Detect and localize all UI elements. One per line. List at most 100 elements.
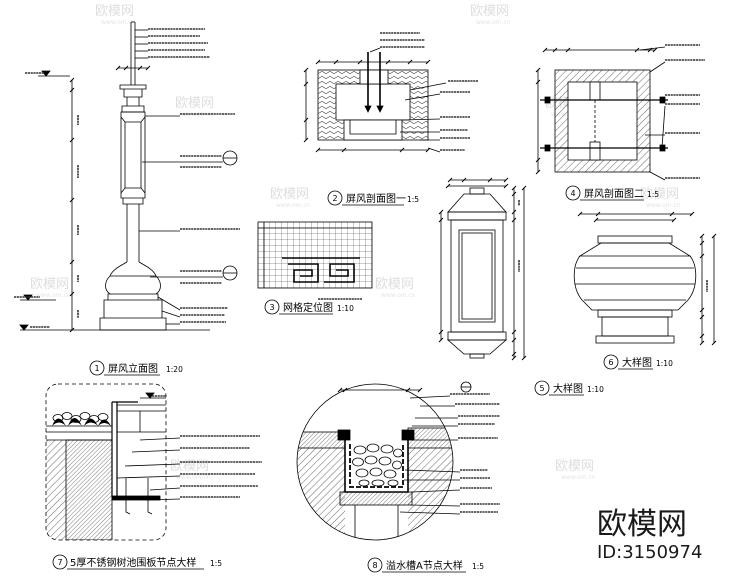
dimension-tick [503,183,509,189]
dimension-tick [652,47,658,53]
pebble [369,467,383,477]
pebble [392,460,402,470]
dimension-tick [445,183,451,189]
leader-line [411,489,461,493]
dimension-tick [542,47,548,53]
screen-section-two-drawing [540,69,668,173]
dimension-tick [565,47,571,53]
watermark-brand: 欧模网 [30,277,69,292]
rebar-lines [354,505,399,540]
urn-body-bands [575,267,695,301]
dimension-tick [461,177,467,183]
pebble [355,468,369,478]
dimension-tick [535,79,541,85]
watermark-site: www.om.cn [176,474,211,481]
top-slot [359,69,389,85]
annotation-text-lines [14,28,708,513]
level-marker-lines [20,75,70,301]
pebble [366,443,380,453]
pebble [383,469,397,479]
watermark-brand: 欧模网 [555,459,594,474]
dimension-tick [303,137,309,143]
watermark-brand: 欧模网 [375,277,414,292]
dimension-tick [425,147,431,153]
dimension-tick [593,217,599,223]
drawing-title: 溢水槽A节点大样 [386,559,463,572]
dimension-tick [699,340,705,346]
dimension-tick [689,211,695,217]
watermark-brand: 欧模网 [95,4,134,19]
right-rim-cap [401,429,415,441]
drawing-number: 3 [269,303,274,312]
title-block-6: 6 大样图 1:10 [603,354,673,370]
drawing-scale: 1:5 [210,559,222,568]
dimension-tick [511,351,517,357]
leader-line [161,310,181,318]
dimension-tick [69,77,75,83]
pebble [380,444,394,454]
title-block-8: 8 溢水槽A节点大样 1:5 [367,557,484,573]
dimension-tick [634,47,640,53]
lantern-panel-inner [461,232,493,320]
top-plate [589,81,601,101]
lantern-lower-band [447,331,507,341]
dimension-tick [595,211,601,217]
leader-line [157,296,181,311]
dimension-tick [511,191,517,197]
leader-line [399,511,461,515]
dimension-tick [699,233,705,239]
pebble [371,479,385,487]
watermark-site: www.om.cn [561,474,596,481]
leader-line [139,437,181,441]
leader-line [409,395,451,399]
leader-line [149,487,181,491]
leader-line [639,46,666,51]
column-base [99,261,167,331]
dimension-tick [69,259,75,265]
brand-watermark: 欧模网 ID:3150974 [597,507,702,563]
fretwork-pattern [282,257,360,283]
anchor-bolts [125,478,153,515]
dimension-tick [535,67,541,73]
brand-model-id: ID:3150974 [597,542,702,563]
paving-layers [46,425,112,441]
pebble [358,479,370,487]
title-block-4: 4 屏风剖面图二 1:5 [565,185,659,201]
pebble [70,415,82,423]
leader-lines [116,29,666,515]
section-marker-a [222,150,238,166]
watermark-brand: 欧模网 [170,459,209,474]
leader-line [649,61,666,73]
column-shaft [126,204,140,262]
dimension-tick [69,87,75,93]
leader-line [409,504,461,507]
drawing-title: 屏风剖面图一 [346,192,406,205]
drawing-number-circle [565,185,581,201]
lantern-cap [447,193,507,213]
dimension-tick [407,59,413,65]
leader-line [131,449,181,453]
left-soil [297,448,345,540]
drawing-title: 屏风剖面图二 [584,187,644,200]
dimension-tick [447,177,453,183]
drawing-number: 5 [539,384,544,393]
urn-shoulder [578,242,692,257]
dimension-tick [399,147,405,153]
drawing-scale: 1:5 [407,195,419,204]
dimension-tick [438,329,444,335]
title-block-1: 1 屏风立面图 1:20 [89,360,183,376]
dimension-tick [123,65,129,71]
watermark-site: www.om.cn [36,292,71,299]
dimension-tick [511,355,517,361]
drawing-number: 2 [332,194,337,203]
leader-line [116,475,181,479]
inner-cavity [567,81,638,161]
lantern-foot [469,353,485,359]
watermark-site: www.om.cn [276,202,311,209]
dimension-tick [145,65,151,71]
drawing-number: 1 [94,364,99,373]
soil-fill [46,440,66,540]
grid-positioning-drawing [257,221,373,289]
positioning-grid [257,221,373,289]
drawing-title: 5厚不锈钢树池围板节点大样 [70,556,196,569]
